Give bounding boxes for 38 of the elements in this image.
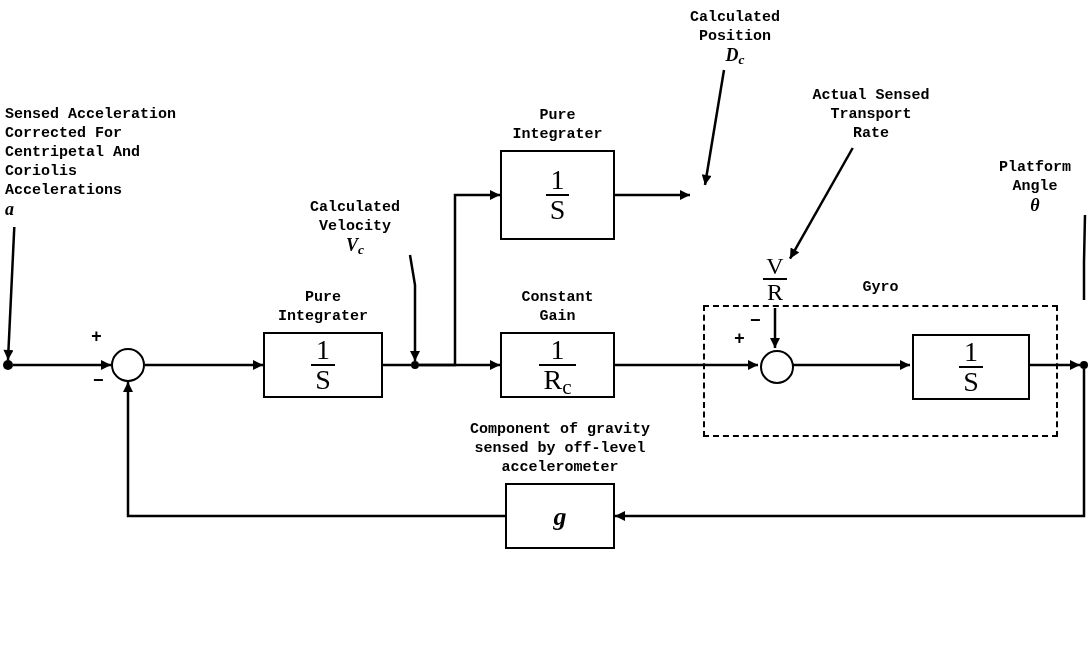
block-heading: Constant Gain bbox=[520, 288, 595, 326]
sign-label: + bbox=[91, 328, 102, 346]
fraction: V R bbox=[762, 254, 788, 304]
integrator-block bbox=[912, 334, 1030, 400]
sign-label: − bbox=[93, 372, 104, 390]
signal-arrow bbox=[615, 190, 690, 200]
block-symbol: g bbox=[553, 500, 567, 533]
signal-arrow bbox=[770, 308, 780, 348]
signal-arrow bbox=[123, 382, 505, 518]
block-heading: Component of gravity sensed by off-level accelerometer bbox=[469, 420, 651, 477]
sign-label: + bbox=[734, 330, 745, 348]
signal-arrow bbox=[408, 254, 420, 361]
fraction: 1 R$_{c}$ bbox=[539, 336, 576, 394]
signal-arrow bbox=[615, 369, 1086, 521]
annotation-text: Platform Angle bbox=[998, 158, 1072, 196]
block-heading: Pure Integrater bbox=[277, 288, 369, 326]
fraction: 1 S bbox=[545, 166, 570, 224]
annotation-text: Actual Sensed Transport Rate bbox=[811, 86, 931, 143]
annotation-text: Calculated Velocity bbox=[309, 198, 401, 236]
group-heading: Gyro bbox=[861, 277, 900, 298]
leader-line bbox=[1082, 215, 1087, 300]
signal-arrow bbox=[3, 226, 16, 361]
annotation-text: Sensed Acceleration Corrected For Centripetal And Coriolis Accelerations bbox=[5, 105, 178, 200]
fraction: 1 S bbox=[311, 336, 335, 394]
symbol-text: a bbox=[5, 200, 15, 219]
block-heading: Pure Integrater bbox=[511, 106, 604, 144]
signal-arrow bbox=[145, 360, 263, 370]
leader-line bbox=[788, 147, 854, 260]
signal-arrow bbox=[615, 360, 758, 370]
leader-line bbox=[701, 69, 726, 186]
fraction: 1 S bbox=[959, 338, 983, 396]
annotation-text: Calculated Position bbox=[689, 8, 781, 46]
signal-arrow bbox=[419, 360, 500, 370]
sign-label: − bbox=[750, 312, 761, 330]
symbol-text: θ bbox=[1029, 196, 1041, 215]
symbol-text: D$_{c}$ bbox=[724, 46, 746, 65]
signal-arrow bbox=[13, 360, 111, 370]
symbol-text: V$_{c}$ bbox=[345, 236, 365, 255]
